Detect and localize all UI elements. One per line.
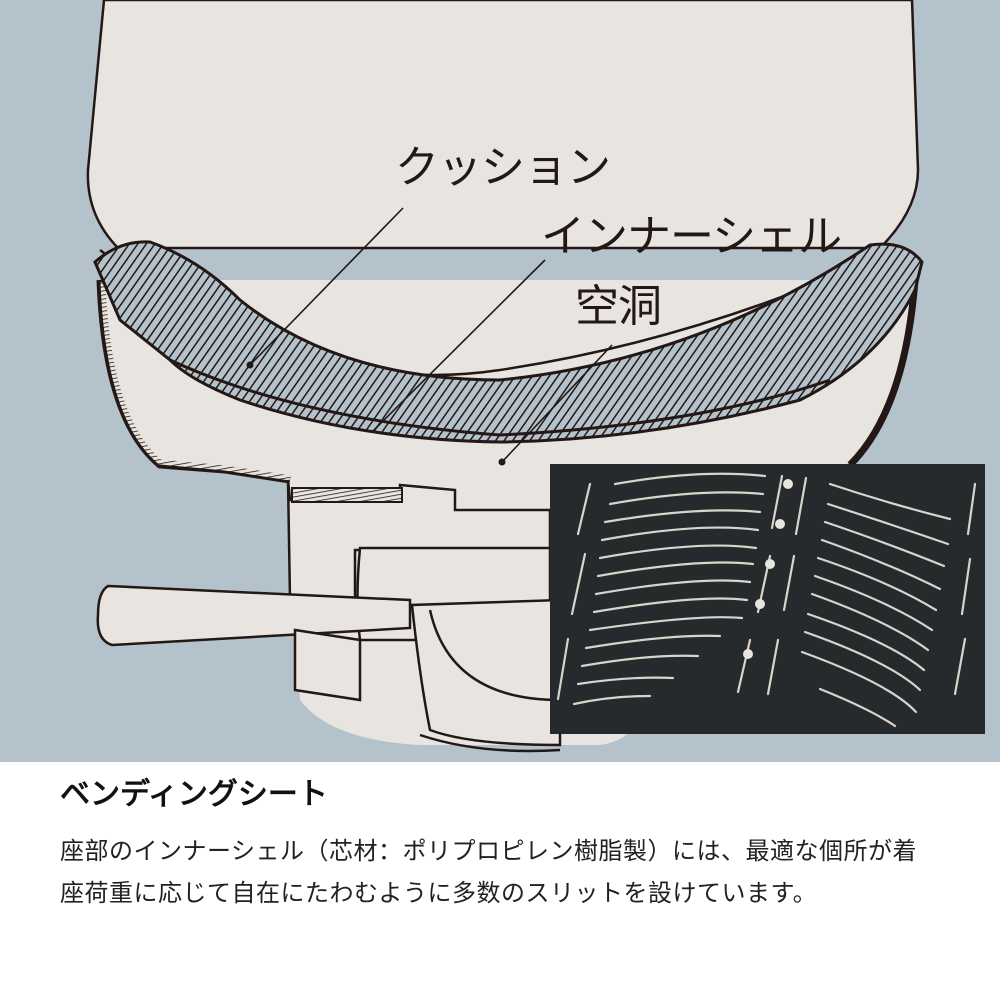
label-cavity: 空洞 — [575, 281, 662, 332]
label-cushion: クッション — [395, 142, 611, 193]
caption-title: ベンディングシート — [60, 777, 328, 812]
seat-cross-section-illustration: クッション インナーシェル 空洞 — [0, 0, 1000, 762]
slit-detail-photo — [550, 464, 985, 734]
slit-pattern-image — [556, 472, 977, 728]
height-lever — [96, 584, 412, 647]
chair-seat-diagram — [86, 0, 924, 753]
label-inner-shell: インナーシェル — [541, 211, 842, 262]
caption-block: ベンディングシート 座部のインナーシェル（芯材：ポリプロピレン樹脂製）には、最適… — [60, 772, 960, 914]
caption-body: 座部のインナーシェル（芯材：ポリプロピレン樹脂製）には、最適な個所が着座荷重に応… — [60, 837, 918, 907]
